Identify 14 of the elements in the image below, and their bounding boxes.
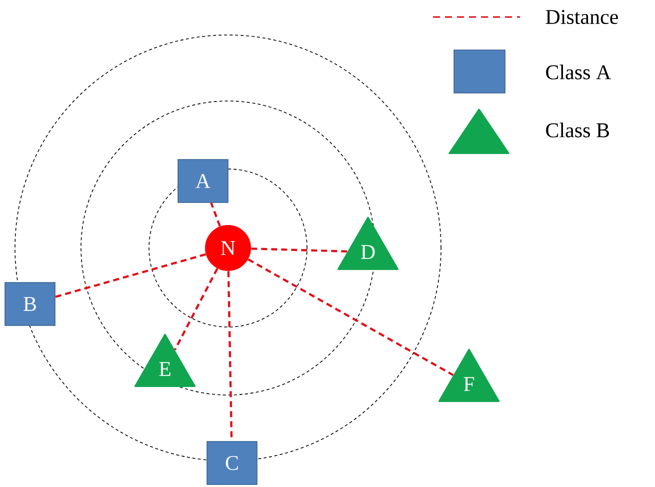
legend-label: Class A — [546, 64, 611, 80]
class-a-square: B — [4, 282, 56, 326]
class-b-triangle: E — [134, 334, 196, 387]
legend-label: Class B — [546, 122, 609, 138]
distance-line — [210, 202, 221, 227]
class-b-triangle: D — [337, 216, 399, 270]
class-b-triangle: F — [438, 348, 500, 402]
distance-line — [55, 253, 206, 298]
distance-line — [251, 248, 348, 252]
distance-line — [248, 258, 454, 376]
class-a-square: C — [206, 441, 258, 485]
legend-label: Distance — [546, 10, 618, 24]
distance-line — [174, 268, 218, 350]
class-a-square: A — [178, 159, 228, 203]
